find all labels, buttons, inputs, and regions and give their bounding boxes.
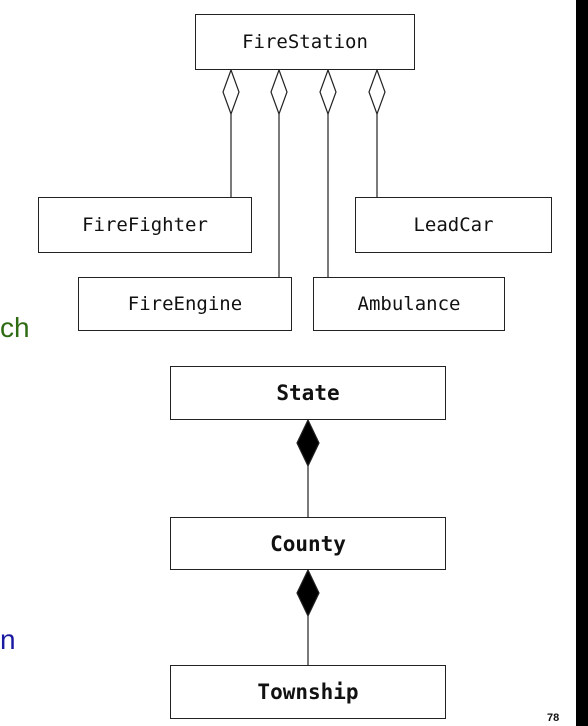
class-box-township: Township [170,665,446,719]
composition-diamond-state [296,418,320,468]
aggregation-diamond-ambulance [319,68,337,116]
class-box-leadcar: LeadCar [355,197,552,253]
aggregation-diamond-firefighter [222,68,240,116]
class-box-ambulance: Ambulance [313,277,505,331]
class-box-fireengine: FireEngine [78,277,292,331]
aggregation-diamond-leadcar [368,68,386,116]
class-box-firefighter: FireFighter [38,197,252,253]
aggregation-diamond-fireengine [270,68,288,116]
slide-text-fragment-blue: n [0,624,16,655]
class-box-state: State [170,366,446,420]
composition-diamond-county [296,568,320,618]
slide-text-fragment-green: ch [0,312,30,343]
right-edge-bar [576,0,588,726]
class-box-firestation: FireStation [195,14,415,70]
class-box-county: County [170,517,446,570]
page-number: 78 [547,712,560,724]
